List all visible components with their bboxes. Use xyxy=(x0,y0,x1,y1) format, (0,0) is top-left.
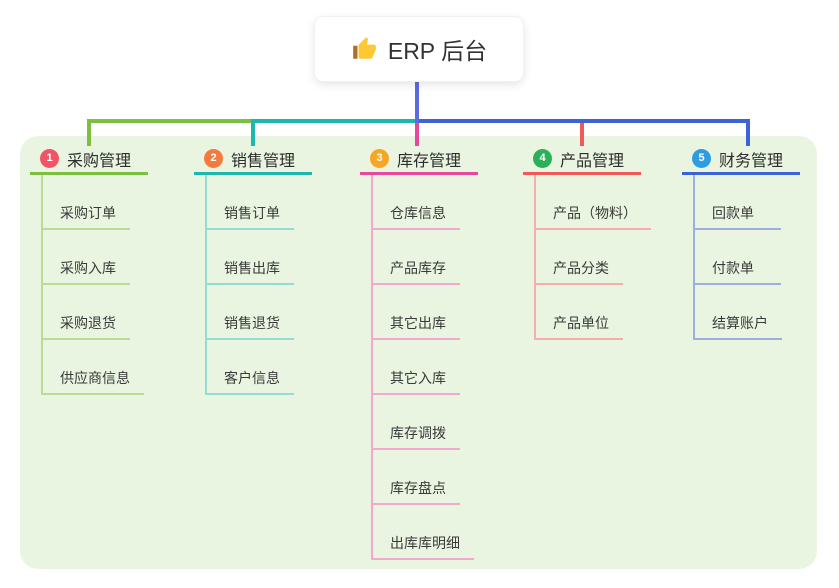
branch-4-number-badge: 4 xyxy=(533,148,552,168)
child-label: 仓库信息 xyxy=(390,205,446,221)
child-node[interactable]: 出库库明细 xyxy=(373,505,474,560)
branches-panel xyxy=(20,136,817,569)
branch-2-label: 销售管理 xyxy=(231,153,296,170)
child-node[interactable]: 客户信息 xyxy=(207,340,294,395)
branch-1-node[interactable]: 1 采购管理 xyxy=(30,146,148,175)
child-label: 出库库明细 xyxy=(390,535,460,551)
connector-branch-1-drop xyxy=(87,119,91,146)
root-node[interactable]: ERP 后台 xyxy=(315,17,523,81)
branch-5-label: 财务管理 xyxy=(719,153,784,170)
child-label: 客户信息 xyxy=(224,370,280,386)
child-node[interactable]: 采购退货 xyxy=(43,285,130,340)
child-label: 库存盘点 xyxy=(390,480,446,496)
branch-4-label: 产品管理 xyxy=(560,153,625,170)
child-node[interactable]: 产品库存 xyxy=(373,230,460,285)
child-label: 结算账户 xyxy=(712,315,768,331)
branch-3-node[interactable]: 3 库存管理 xyxy=(360,146,478,175)
child-node[interactable]: 库存调拨 xyxy=(373,395,460,450)
branch-1: 1 采购管理 采购订单 采购入库 采购退货 供应商信息 xyxy=(30,146,148,395)
child-label: 回款单 xyxy=(712,205,754,221)
child-label: 供应商信息 xyxy=(60,370,130,386)
branch-5-number-badge: 5 xyxy=(692,148,711,168)
connector-branch-1-horizontal xyxy=(87,119,254,123)
child-label: 销售出库 xyxy=(224,260,280,276)
branch-1-children: 采购订单 采购入库 采购退货 供应商信息 xyxy=(41,175,144,395)
thumbs-up-icon xyxy=(351,36,377,62)
child-node[interactable]: 产品（物料） xyxy=(536,175,651,230)
child-node[interactable]: 供应商信息 xyxy=(43,340,144,395)
child-label: 销售订单 xyxy=(224,205,280,221)
child-node[interactable]: 其它入库 xyxy=(373,340,460,395)
child-node[interactable]: 产品分类 xyxy=(536,230,623,285)
child-label: 其它入库 xyxy=(390,370,446,386)
branch-4-children: 产品（物料） 产品分类 产品单位 xyxy=(534,175,651,340)
child-node[interactable]: 采购订单 xyxy=(43,175,130,230)
child-label: 产品库存 xyxy=(390,260,446,276)
branch-1-label: 采购管理 xyxy=(67,153,132,170)
child-node[interactable]: 仓库信息 xyxy=(373,175,460,230)
branch-4-node[interactable]: 4 产品管理 xyxy=(523,146,641,175)
branch-2: 2 销售管理 销售订单 销售出库 销售退货 客户信息 xyxy=(194,146,312,395)
child-label: 产品（物料） xyxy=(553,205,637,221)
child-node[interactable]: 产品单位 xyxy=(536,285,623,340)
branch-2-node[interactable]: 2 销售管理 xyxy=(194,146,312,175)
connector-branch-3-drop xyxy=(415,121,419,146)
branch-3: 3 库存管理 仓库信息 产品库存 其它出库 其它入库 库存调拨 库存盘点 出库库… xyxy=(360,146,478,560)
connector-branch-5-drop xyxy=(746,119,750,146)
branch-2-number-badge: 2 xyxy=(204,148,223,168)
connector-branch-4-drop xyxy=(580,119,584,146)
child-node[interactable]: 库存盘点 xyxy=(373,450,460,505)
branch-3-children: 仓库信息 产品库存 其它出库 其它入库 库存调拨 库存盘点 出库库明细 xyxy=(371,175,474,560)
child-label: 采购退货 xyxy=(60,315,116,331)
branch-1-number-badge: 1 xyxy=(40,148,59,168)
branch-5-node[interactable]: 5 财务管理 xyxy=(682,146,800,175)
child-node[interactable]: 结算账户 xyxy=(695,285,782,340)
branch-5-children: 回款单 付款单 结算账户 xyxy=(693,175,782,340)
child-label: 采购入库 xyxy=(60,260,116,276)
connector-branch-5-horizontal xyxy=(415,119,750,123)
branch-3-number-badge: 3 xyxy=(370,148,389,168)
child-label: 采购订单 xyxy=(60,205,116,221)
child-node[interactable]: 销售退货 xyxy=(207,285,294,340)
child-node[interactable]: 销售出库 xyxy=(207,230,294,285)
child-node[interactable]: 销售订单 xyxy=(207,175,294,230)
connector-branch-2-drop xyxy=(251,119,255,146)
child-label: 产品分类 xyxy=(553,260,609,276)
branch-5: 5 财务管理 回款单 付款单 结算账户 xyxy=(682,146,800,340)
connector-branch-2-horizontal xyxy=(251,119,418,123)
child-label: 付款单 xyxy=(712,260,754,276)
child-node[interactable]: 付款单 xyxy=(695,230,781,285)
child-node[interactable]: 其它出库 xyxy=(373,285,460,340)
connector-root-drop xyxy=(415,81,419,123)
child-label: 销售退货 xyxy=(224,315,280,331)
child-label: 产品单位 xyxy=(553,315,609,331)
branch-2-children: 销售订单 销售出库 销售退货 客户信息 xyxy=(205,175,294,395)
branch-3-label: 库存管理 xyxy=(397,153,462,170)
child-node[interactable]: 采购入库 xyxy=(43,230,130,285)
child-label: 库存调拨 xyxy=(390,425,446,441)
child-node[interactable]: 回款单 xyxy=(695,175,781,230)
branch-4: 4 产品管理 产品（物料） 产品分类 产品单位 xyxy=(523,146,651,340)
root-label: ERP 后台 xyxy=(387,38,488,64)
child-label: 其它出库 xyxy=(390,315,446,331)
